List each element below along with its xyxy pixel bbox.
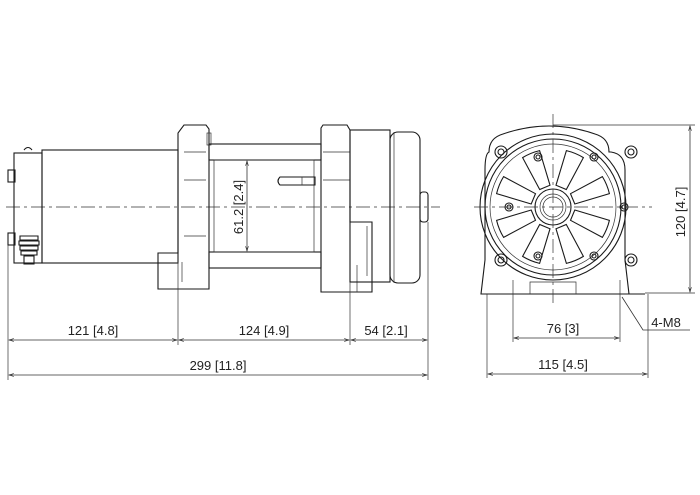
spoke-window: [555, 149, 585, 191]
mount-bolt-leader: [621, 296, 690, 331]
bolt-hole: [535, 154, 541, 160]
bolt-hole: [589, 251, 599, 261]
bolt-holes: [494, 145, 638, 267]
front-view: 120 [4.7] 76 [3] 115 [4.5] 4-M8: [474, 114, 695, 378]
spoke-window: [521, 149, 551, 191]
bolt-hole: [494, 145, 508, 159]
bolt-hole: [624, 145, 638, 159]
dim-gearbox-label: 54 [2.1]: [364, 323, 407, 338]
motor: [7, 146, 179, 265]
dim-width-label: 115 [4.5]: [538, 357, 588, 372]
dim-drum-label: 124 [4.9]: [239, 323, 290, 338]
front-housing: [480, 125, 630, 295]
side-view: 121 [4.8] 124 [4.9] 54 [2.1] 299 [11.8] …: [6, 124, 440, 380]
dim-bolt-spacing-label: 76 [3]: [547, 321, 580, 336]
dim-overall-length-label: 299 [11.8]: [190, 358, 247, 373]
spoke-window: [521, 223, 551, 265]
mount-bolts-label: 4-M8: [651, 315, 681, 330]
terminal-bolt-top: [7, 169, 16, 183]
bolt-hole: [591, 154, 597, 160]
motor-body: [41, 149, 179, 264]
terminal-bolt-bottom: [7, 232, 16, 246]
bolt-hole: [497, 148, 505, 156]
right-drum-support: [320, 124, 373, 293]
spoke-window: [555, 223, 585, 265]
dim-drum-diameter-label: 61.2 [2.4]: [231, 180, 246, 234]
bolt-hole: [497, 256, 505, 264]
spoke-window: [495, 175, 537, 205]
bolt-hole: [627, 256, 635, 264]
side-extension-lines: [7, 222, 429, 380]
bolt-hole: [589, 152, 599, 162]
bolt-hole: [591, 253, 597, 259]
bolt-hole: [627, 148, 635, 156]
bolt-hole: [624, 253, 638, 267]
spoke-window: [569, 175, 611, 205]
bolt-hole: [533, 152, 543, 162]
dim-motor-label: 121 [4.8]: [68, 323, 119, 338]
spoke-window: [495, 209, 537, 239]
flange-spokes: [495, 149, 611, 265]
drum: [208, 143, 322, 269]
gearbox: [349, 129, 429, 284]
spoke-window: [569, 209, 611, 239]
bolt-hole: [535, 253, 541, 259]
bolt-hole: [533, 251, 543, 261]
gearbox-knob: [419, 191, 429, 223]
bolt-hole: [494, 253, 508, 267]
cable-fitting: [18, 235, 40, 265]
dim-height-label: 120 [4.7]: [673, 187, 688, 238]
cable-anchor-slot: [277, 176, 316, 186]
terminal-top: [23, 146, 33, 151]
